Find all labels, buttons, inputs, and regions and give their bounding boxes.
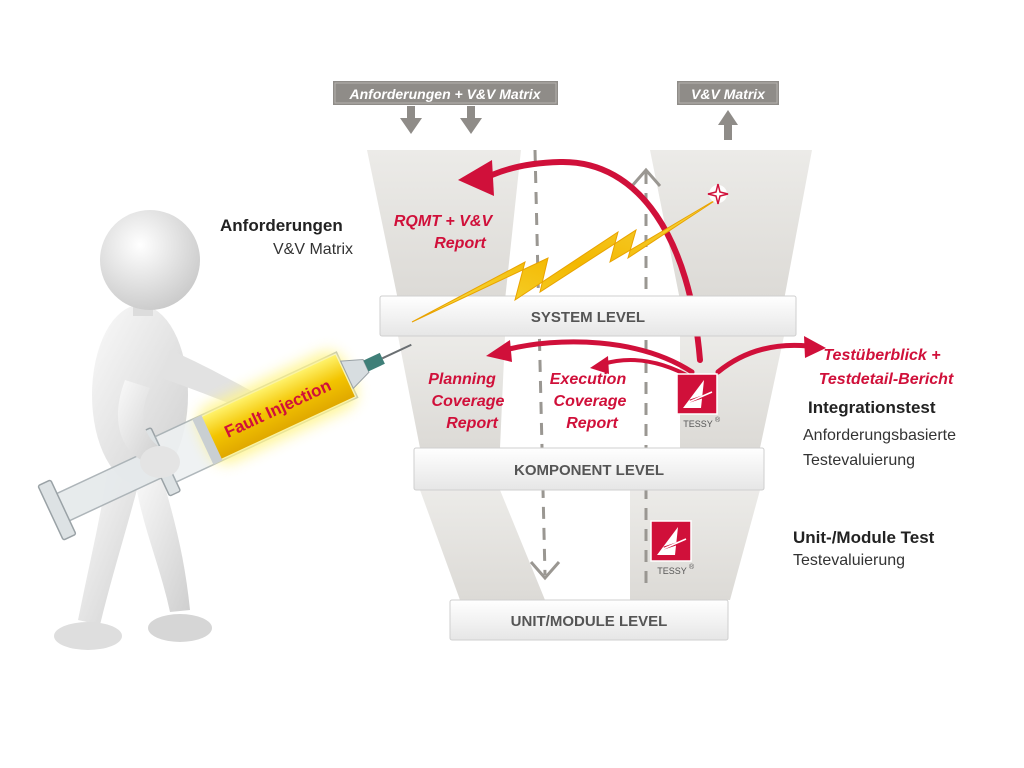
rqmt-report-line1: RQMT + V&V xyxy=(394,213,494,230)
funnel-right-upper xyxy=(650,150,812,300)
down-chevron-icon xyxy=(529,561,561,581)
fault-injection-syringe: Fault Injection xyxy=(37,343,412,541)
planning-report-arrow xyxy=(502,339,695,375)
tag-requirements-matrix-label: Anforderungen + V&V Matrix xyxy=(349,86,542,102)
tessy-logo-icon: TESSY ® xyxy=(676,373,721,429)
rqmt-report-arrow xyxy=(475,158,703,363)
execution-report-arrow xyxy=(601,358,694,380)
spark-star-icon xyxy=(707,183,729,205)
execution-report-arrowhead xyxy=(590,356,609,374)
testoverview-line1: Testüberblick + xyxy=(823,347,940,364)
planning-report-line2: Coverage xyxy=(432,393,505,410)
execution-report-line1: Execution xyxy=(550,371,627,388)
tessy-logo-text: TESSY xyxy=(683,419,713,429)
system-level-bar: SYSTEM LEVEL xyxy=(379,295,797,337)
integration-test-title: Integrationstest xyxy=(808,398,936,417)
tag-vv-matrix-label: V&V Matrix xyxy=(691,86,766,102)
execution-report-line2: Coverage xyxy=(554,393,627,410)
dashed-down-line xyxy=(533,149,547,576)
rqmt-report-arrowhead xyxy=(458,160,494,196)
unit-level-label: UNIT/MODULE LEVEL xyxy=(511,613,668,630)
up-chevron-icon xyxy=(630,167,662,187)
tessy-logo-text: TESSY xyxy=(657,566,687,576)
component-level-bar: KOMPONENT LEVEL xyxy=(413,447,765,491)
down-arrow-icon xyxy=(460,106,482,134)
unit-level-bar: UNIT/MODULE LEVEL xyxy=(449,599,729,641)
testoverview-arrowhead xyxy=(804,336,826,358)
component-level-label: KOMPONENT LEVEL xyxy=(514,462,664,479)
tag-vv-matrix: V&V Matrix xyxy=(677,81,779,105)
funnel-right-middle xyxy=(680,336,784,448)
testoverview-arrow xyxy=(715,342,811,375)
requirements-subtitle: V&V Matrix xyxy=(273,241,354,258)
down-arrow-icon xyxy=(400,106,422,134)
tessy-logo-mark: ® xyxy=(715,416,721,424)
funnel-left-middle xyxy=(398,336,505,448)
planning-report-line1: Planning xyxy=(428,371,496,388)
funnel-right-lower xyxy=(630,490,760,600)
integration-test-sub2: Testevaluierung xyxy=(803,452,916,469)
system-level-label: SYSTEM LEVEL xyxy=(531,309,645,326)
unit-test-title: Unit-/Module Test xyxy=(793,528,935,547)
execution-report-line3: Report xyxy=(566,415,618,432)
tessy-logo-mark: ® xyxy=(689,563,695,571)
testoverview-line2: Testdetail-Bericht xyxy=(819,371,954,388)
up-arrow-icon xyxy=(718,110,738,140)
rqmt-report-line2: Report xyxy=(434,235,486,252)
tag-requirements-matrix: Anforderungen + V&V Matrix xyxy=(333,81,558,105)
integration-test-sub1: Anforderungsbasierte xyxy=(803,427,956,444)
planning-report-line3: Report xyxy=(446,415,498,432)
unit-test-sub: Testevaluierung xyxy=(793,552,906,569)
planning-report-arrowhead xyxy=(486,340,512,362)
requirements-title: Anforderungen xyxy=(220,216,343,235)
funnel-left-lower xyxy=(420,490,545,600)
tessy-logo-icon: TESSY ® xyxy=(650,520,695,576)
figure-front-arm xyxy=(117,380,180,478)
